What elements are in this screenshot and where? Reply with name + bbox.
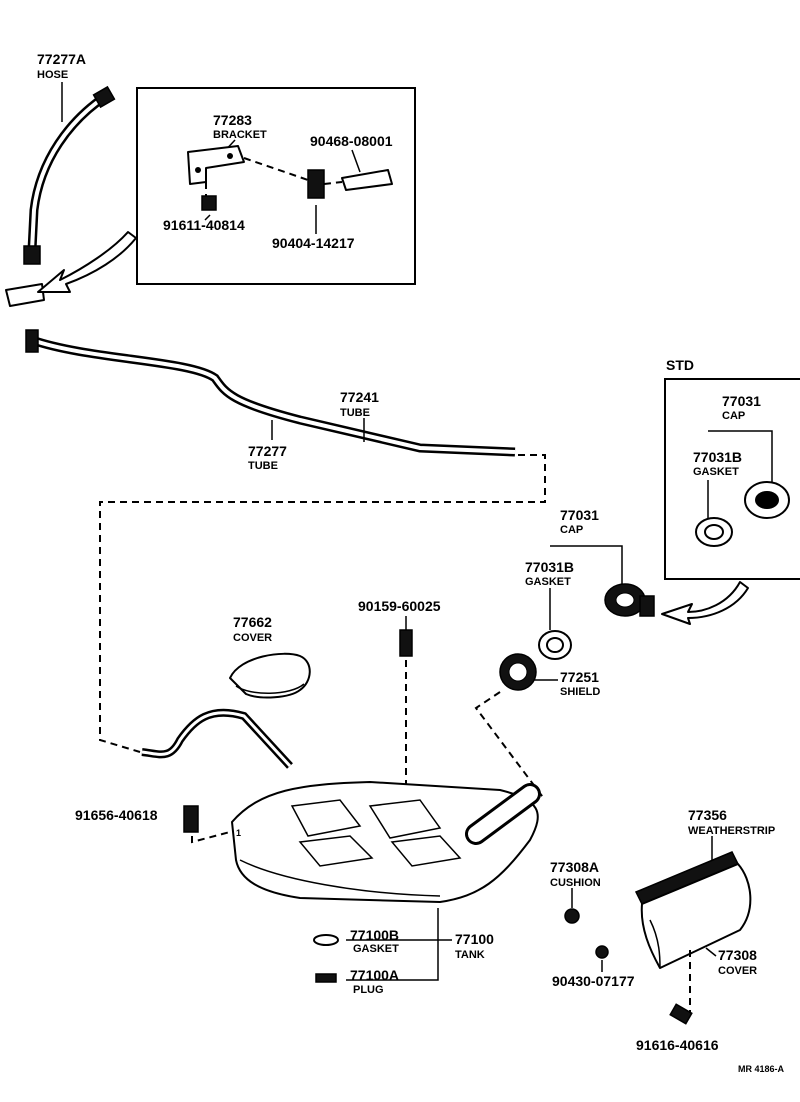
drain-gasket-part-name: GASKET bbox=[353, 943, 399, 955]
bolt-91611 bbox=[201, 195, 217, 211]
cap-part-number: 77031 bbox=[560, 507, 599, 523]
top-inset-frame bbox=[136, 87, 416, 285]
std-inset-frame bbox=[664, 378, 800, 580]
cap-part-name: CAP bbox=[560, 524, 583, 536]
fuel-tank-77100 bbox=[231, 781, 539, 903]
tubes-group: 77241 TUBE 77277 TUBE bbox=[25, 329, 546, 753]
cover-top-part-name: COVER bbox=[233, 632, 272, 644]
diagram-code: MR 4186-A bbox=[738, 1064, 785, 1074]
tube-77241-part-name: TUBE bbox=[340, 407, 370, 419]
top-inset: 77283 BRACKET 90468-08001 91611-40814 90… bbox=[136, 87, 416, 285]
std-inset: STD 77031 CAP 77031B GASKET bbox=[661, 357, 800, 625]
tube-77241-part-number: 77241 bbox=[340, 389, 379, 405]
tube-77277-part-number: 77277 bbox=[248, 443, 287, 459]
cushion-part-name: CUSHION bbox=[550, 877, 601, 889]
tank-bolt-part-number: 90159-60025 bbox=[358, 598, 441, 614]
tank-callout-mark: 1 bbox=[236, 828, 241, 838]
tank-part-name: TANK bbox=[455, 949, 485, 961]
side-cover-group: 77308A CUSHION 90430-07177 77356 WEATHER… bbox=[550, 807, 775, 1053]
shield-part-name: SHIELD bbox=[560, 686, 600, 698]
side-cover-part-number: 77308 bbox=[718, 947, 757, 963]
detail-arrow-top bbox=[37, 231, 137, 293]
side-cover-part-name: COVER bbox=[718, 965, 757, 977]
bolt-91656 bbox=[183, 805, 199, 833]
cover-bolt-part-number: 91616-40616 bbox=[636, 1037, 719, 1053]
union-90404 bbox=[307, 169, 325, 199]
bolt-part-number: 91611-40814 bbox=[163, 217, 245, 233]
drain-gasket bbox=[313, 934, 339, 946]
bracket-77283 bbox=[187, 145, 245, 185]
detail-arrow-std bbox=[661, 581, 749, 625]
std-cap-part-name: CAP bbox=[722, 410, 745, 422]
std-gasket-part-name: GASKET bbox=[693, 466, 739, 478]
hose-group: 77277A HOSE bbox=[5, 51, 137, 307]
union-part-number: 90404-14217 bbox=[272, 235, 355, 251]
bracket-part-number: 77283 bbox=[213, 112, 252, 128]
tank-fuel-line bbox=[141, 708, 293, 769]
std-cap-part-number: 77031 bbox=[722, 393, 761, 409]
shield-part-number: 77251 bbox=[560, 669, 599, 685]
tank-part-number: 77100 bbox=[455, 931, 494, 947]
std-gasket-part-number: 77031B bbox=[693, 449, 742, 465]
top-cover-group: 77662 COVER 90159-60025 91656-40618 bbox=[75, 598, 441, 844]
clip-part-number: 90468-08001 bbox=[310, 133, 393, 149]
filler-cap-group: 77031 CAP 77031B GASKET 77251 SHIELD bbox=[474, 507, 655, 801]
drain-gasket-part-number: 77100B bbox=[350, 927, 399, 943]
hose-mount-bracket bbox=[5, 283, 45, 307]
hose-part-name: HOSE bbox=[37, 69, 68, 81]
cap-gasket-part-name: GASKET bbox=[525, 576, 571, 588]
plug-part-name: PLUG bbox=[353, 984, 384, 996]
drain-plug bbox=[315, 973, 337, 983]
bolt-91616 bbox=[669, 1003, 693, 1025]
tube-77277-part-name: TUBE bbox=[248, 460, 278, 472]
side-cover-77308 bbox=[640, 863, 752, 969]
side-bolt-part-number: 91656-40618 bbox=[75, 807, 158, 823]
hose-part-number: 77277A bbox=[37, 51, 86, 67]
nut-part-number: 90430-07177 bbox=[552, 973, 635, 989]
std-title: STD bbox=[666, 357, 694, 373]
nut-90430 bbox=[595, 945, 609, 959]
fuel-tank-group: 1 77100 TANK 77100B GASKET 77100A PLUG bbox=[231, 781, 541, 996]
weatherstrip-part-number: 77356 bbox=[688, 807, 727, 823]
bracket-part-name: BRACKET bbox=[213, 129, 267, 141]
cushion-77308A bbox=[564, 908, 580, 924]
weatherstrip-part-name: WEATHERSTRIP bbox=[688, 825, 775, 837]
plug-part-number: 77100A bbox=[350, 967, 399, 983]
sender-cover-77662 bbox=[229, 652, 311, 699]
cap-gasket-part-number: 77031B bbox=[525, 559, 574, 575]
cushion-part-number: 77308A bbox=[550, 859, 599, 875]
bolt-90159 bbox=[399, 629, 413, 657]
cover-top-part-number: 77662 bbox=[233, 614, 272, 630]
clip-90468 bbox=[341, 169, 393, 191]
